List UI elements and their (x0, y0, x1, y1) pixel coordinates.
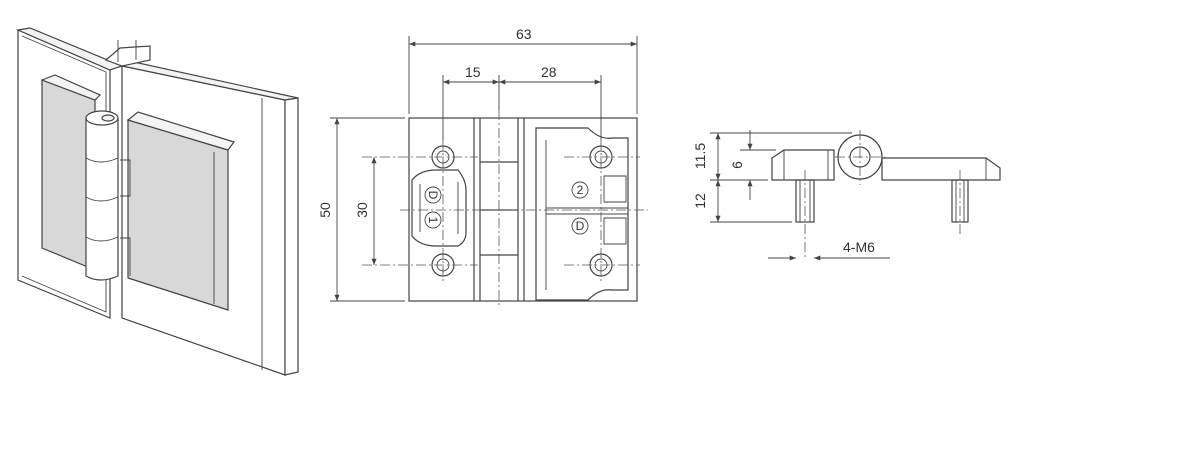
dim-inner: 6 (729, 161, 745, 169)
mark-d-right: D (576, 219, 585, 233)
isometric-hinge-view (15, 27, 299, 376)
front-view-drawing (330, 36, 648, 308)
dim-left-offset: 15 (465, 64, 481, 80)
dim-total-height: 50 (317, 202, 333, 218)
side-view-drawing (710, 130, 1001, 261)
mark-one: 1 (426, 217, 440, 224)
mark-two: 2 (577, 183, 584, 197)
dim-hole-vertical: 30 (354, 202, 370, 218)
dim-total-width: 63 (516, 26, 532, 42)
dim-top-height: 11.5 (692, 143, 708, 169)
dim-thread: 4-M6 (843, 239, 875, 255)
dim-hole-spacing: 28 (541, 64, 557, 80)
mark-d-left: D (426, 191, 440, 200)
dim-bottom-height: 12 (692, 193, 708, 209)
